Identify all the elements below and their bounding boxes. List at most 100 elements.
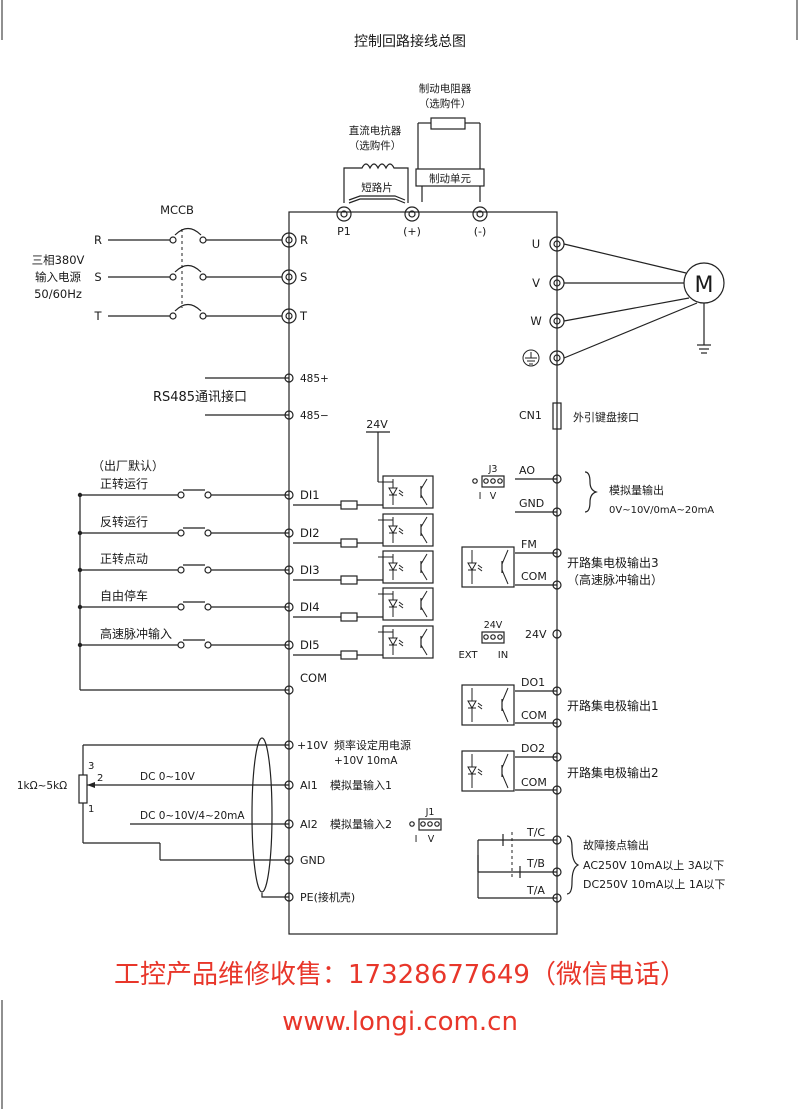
- ta-label: T/A: [526, 884, 545, 897]
- rs485: RS485通讯接口 485+ 485−: [153, 373, 329, 422]
- breaker-t: [108, 303, 282, 320]
- factory-default-label: （出厂默认）: [92, 458, 164, 473]
- relay-brace: [566, 835, 580, 895]
- di-func-label: 高速脉冲输入: [100, 626, 172, 641]
- terminal-p1: [336, 206, 352, 222]
- brake-unit-box: [415, 168, 485, 187]
- terminal-s: [281, 269, 297, 285]
- do1-output: DO1 COM 开路集电极输出1: [461, 676, 659, 728]
- di-terminal-label: DI4: [300, 600, 320, 614]
- tc-label: T/C: [526, 826, 545, 839]
- di-func-label: 正转点动: [100, 551, 148, 566]
- ai2-label: AI2: [300, 818, 318, 831]
- pe-label: PE(接机壳): [300, 890, 355, 904]
- di-24v-label: 24V: [366, 418, 388, 431]
- optocoupler-icon: [382, 587, 434, 621]
- di-func-label: 反转运行: [100, 514, 148, 529]
- ao-label: AO: [519, 464, 535, 477]
- terminal-plus: [404, 206, 420, 222]
- do1-com-label: COM: [521, 709, 547, 722]
- motor-label: M: [695, 273, 714, 298]
- fm-desc-2: （高速脉冲输出）: [567, 572, 663, 587]
- pot-pin-1: 1: [88, 804, 94, 815]
- ao-brace: [584, 471, 598, 513]
- di-terminal-label: DI2: [300, 526, 320, 540]
- minus-label: (-): [474, 225, 487, 238]
- plus-label: (+): [403, 225, 421, 238]
- relay-desc-2: AC250V 10mA以上 3A以下: [583, 859, 724, 872]
- potentiometer: [78, 774, 88, 804]
- pot-label: 1kΩ~5kΩ: [17, 780, 67, 792]
- terminal-t: [281, 308, 297, 324]
- t-terminal-label: T: [299, 309, 308, 323]
- v10-desc-1: 频率设定用电源: [334, 738, 411, 752]
- di-func-label: 自由停车: [100, 588, 148, 603]
- fm-com-label: COM: [521, 570, 547, 583]
- relay-desc-3: DC250V 10mA以上 1A以下: [583, 878, 725, 891]
- shielded-cable: [251, 737, 273, 893]
- optocoupler-icon: [382, 625, 434, 659]
- breaker-r: [108, 227, 282, 244]
- ad-line-1: 工控产品维修收售：17328677649（微信电话）: [114, 960, 686, 990]
- source-label-1: 三相380V: [32, 253, 85, 267]
- u-label: U: [532, 237, 540, 251]
- mccb-label: MCCB: [160, 203, 194, 217]
- terminal-minus: [472, 206, 488, 222]
- v-label: V: [532, 276, 540, 290]
- di-func-label: 正转运行: [100, 476, 148, 491]
- di-row-5: 高速脉冲输入 DI5: [77, 625, 434, 660]
- t-input-label: T: [93, 309, 102, 323]
- analog-output: J3 I V AO GND 模拟量输出 0V~10V/0mA~20mA: [472, 464, 714, 517]
- optocoupler-icon: [382, 513, 434, 547]
- inverter-box: [288, 211, 558, 935]
- di-terminal-label: DI1: [300, 488, 320, 502]
- do2-com-label: COM: [521, 776, 547, 789]
- analog-inputs: 1kΩ~5kΩ 3 2 1 DC 0~10V DC 0~10V/4~20mA +…: [17, 737, 442, 904]
- ext-24v: 24V EXT IN 24V: [458, 620, 562, 661]
- power-input: MCCB 三相380V 输入电源 50/60Hz R S T R S T: [32, 203, 308, 324]
- ai2-desc: 模拟量输入2: [330, 817, 392, 831]
- dc-reactor-opt-label: （选购件）: [349, 139, 402, 152]
- dc-reactor-label: 直流电抗器: [349, 124, 402, 137]
- dc2-label: DC 0~10V/4~20mA: [140, 810, 245, 822]
- dc-bus-accessories: 制动电阻器 （选购件） 制动单元 直流电抗器 （选购件） 短路片 P1 (+) …: [336, 82, 488, 238]
- ai1-label: AI1: [300, 779, 318, 792]
- w-label: W: [530, 314, 541, 328]
- di-resistor: [340, 650, 358, 660]
- dc1-label: DC 0~10V: [140, 771, 196, 783]
- di-row-1: 正转运行 DI1: [77, 475, 434, 510]
- di-resistor: [340, 575, 358, 585]
- ext-24v-top-label: 24V: [484, 620, 503, 631]
- do2-desc: 开路集电极输出2: [567, 765, 659, 780]
- ground-icon-left: [522, 349, 540, 367]
- ao-gnd-label: GND: [519, 497, 544, 510]
- ground-icon-motor: [697, 344, 711, 354]
- ext-24v-terminal-label: 24V: [525, 628, 547, 641]
- fm-output: FM COM 开路集电极输出3 （高速脉冲输出）: [461, 538, 663, 590]
- rs485-minus-label: 485−: [300, 410, 329, 422]
- cn1: CN1 外引键盘接口: [519, 402, 639, 430]
- v10-label: +10V: [297, 739, 328, 752]
- di-terminal-label: DI5: [300, 638, 320, 652]
- page-title: 控制回路接线总图: [354, 33, 466, 50]
- optocoupler-icon: [382, 550, 434, 584]
- source-label-2: 输入电源: [35, 270, 81, 284]
- ai-gnd-label: GND: [300, 854, 325, 867]
- brake-resistor-symbol: [430, 117, 466, 130]
- j3-label: J3: [488, 464, 498, 475]
- ai1-desc: 模拟量输入1: [330, 778, 392, 792]
- do1-desc: 开路集电极输出1: [567, 698, 659, 713]
- brake-unit-label: 制动单元: [429, 172, 471, 185]
- di-resistor: [340, 612, 358, 622]
- ao-desc-1: 模拟量输出: [609, 483, 664, 497]
- fm-desc-1: 开路集电极输出3: [567, 555, 659, 570]
- j1-i-label: I: [415, 834, 418, 845]
- digital-inputs: 24V （出厂默认） COM 正转运行DI1反转运行DI2正转点动DI3自由停车…: [77, 418, 434, 695]
- short-bar-label: 短路片: [361, 181, 393, 194]
- do2-output: DO2 COM 开路集电极输出2: [461, 742, 659, 795]
- pot-pin-2: 2: [97, 773, 103, 784]
- j3-v-label: V: [490, 491, 497, 502]
- r-input-label: R: [94, 233, 102, 247]
- s-terminal-label: S: [300, 270, 307, 284]
